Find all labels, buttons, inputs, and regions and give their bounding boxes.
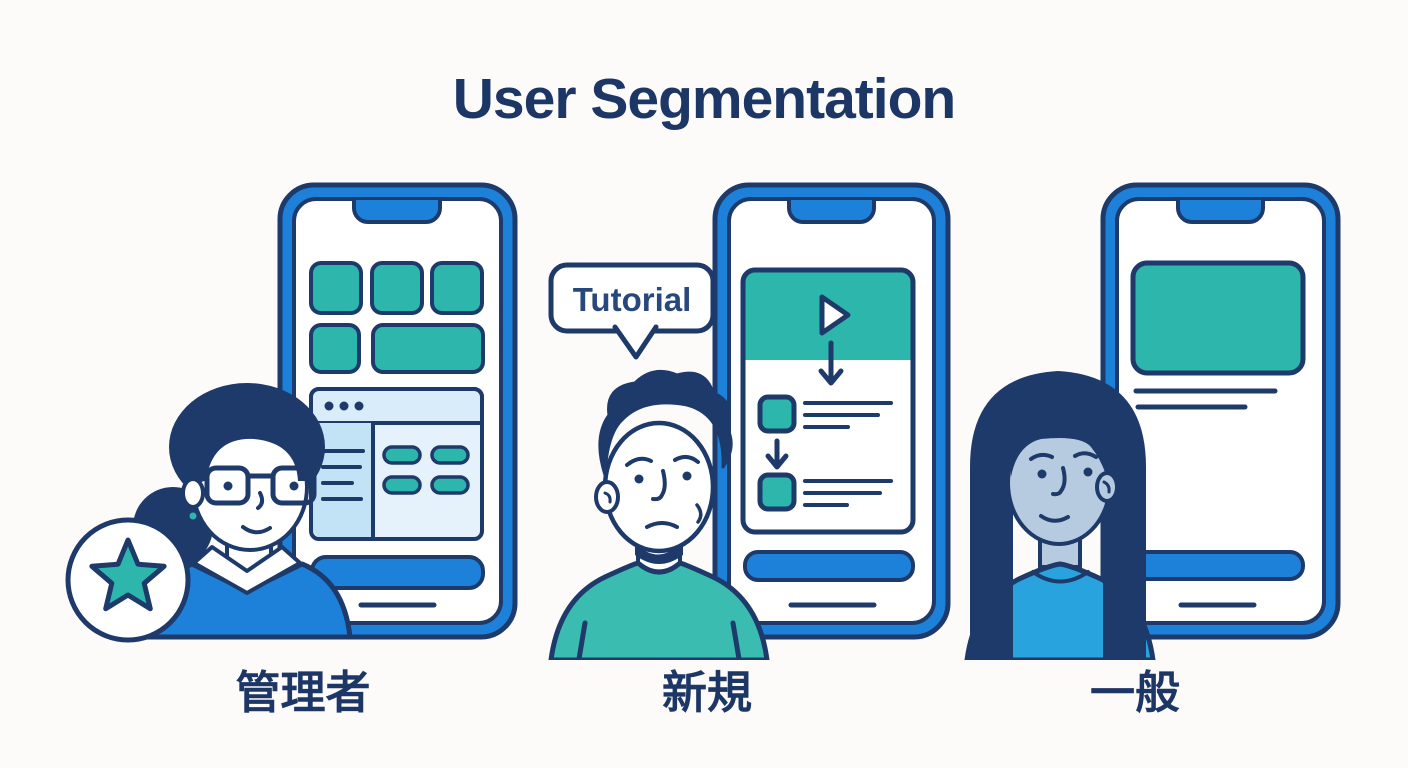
smile bbox=[241, 525, 272, 535]
sleeve-seam bbox=[730, 620, 742, 660]
hair-fringe bbox=[1010, 407, 1119, 527]
cheek-line bbox=[695, 503, 703, 524]
play-icon bbox=[819, 294, 851, 336]
frown bbox=[645, 521, 679, 529]
glasses-icon bbox=[196, 465, 317, 506]
nose bbox=[256, 491, 265, 510]
brow bbox=[1029, 452, 1054, 461]
general-phone-mockup bbox=[1100, 182, 1341, 640]
new-user-avatar bbox=[548, 369, 770, 660]
segment-label-general: 一般 bbox=[1089, 667, 1180, 718]
ear bbox=[1095, 471, 1119, 503]
primary-button bbox=[310, 555, 485, 590]
sidebar-menu-lines bbox=[321, 449, 365, 501]
eye bbox=[223, 481, 233, 491]
checklist-item-box bbox=[757, 394, 797, 434]
primary-button bbox=[743, 550, 915, 582]
segment-label-admin: 管理者 bbox=[235, 667, 371, 718]
segment-label-new: 新規 bbox=[661, 667, 752, 718]
tutorial-card bbox=[740, 267, 916, 535]
app-grid-tile bbox=[430, 261, 484, 315]
text-lines bbox=[803, 401, 893, 429]
brow bbox=[1073, 451, 1098, 459]
arrow-down-icon bbox=[818, 340, 844, 386]
worried-brow bbox=[673, 455, 700, 464]
window-traffic-dots bbox=[324, 401, 364, 411]
speech-bubble bbox=[548, 262, 716, 360]
general-user-avatar bbox=[964, 371, 1156, 660]
chin-shadow bbox=[635, 541, 683, 564]
eye bbox=[634, 474, 644, 484]
eye bbox=[1037, 469, 1047, 479]
content-pill bbox=[430, 475, 470, 495]
hero-image-placeholder bbox=[1130, 260, 1306, 376]
page-title: User Segmentation bbox=[452, 67, 956, 131]
arrow-down-icon bbox=[765, 438, 789, 470]
admin-avatar bbox=[133, 383, 353, 640]
tshirt bbox=[548, 560, 770, 660]
nose bbox=[1051, 466, 1067, 497]
sleeve-seam bbox=[576, 620, 588, 660]
bubble-tail bbox=[612, 324, 659, 360]
text-lines bbox=[803, 479, 893, 507]
star-icon bbox=[89, 537, 167, 612]
phone-notch bbox=[787, 198, 876, 224]
segment-new bbox=[548, 182, 951, 660]
text-lines bbox=[1133, 388, 1278, 410]
content-pill bbox=[382, 475, 422, 495]
ear-inner bbox=[1102, 480, 1111, 494]
window-titlebar bbox=[309, 387, 484, 425]
eye bbox=[1083, 467, 1093, 477]
star-badge bbox=[65, 517, 191, 643]
checklist-item-box bbox=[757, 472, 797, 512]
admin-app-grid bbox=[309, 261, 485, 374]
ear bbox=[181, 477, 205, 509]
app-grid-tile bbox=[309, 261, 363, 315]
app-grid-tile-wide bbox=[371, 323, 485, 374]
new-phone-mockup bbox=[712, 182, 951, 640]
curly-hair bbox=[598, 369, 733, 477]
admin-dashboard-window bbox=[309, 387, 484, 541]
smile bbox=[1039, 514, 1070, 523]
earring bbox=[186, 509, 200, 523]
segment-admin bbox=[65, 182, 518, 643]
hair-fringe bbox=[194, 421, 308, 481]
ear bbox=[594, 480, 620, 514]
segment-general bbox=[964, 182, 1341, 660]
content-pill bbox=[382, 445, 422, 465]
tutorial-bubble-label: Tutorial bbox=[572, 281, 692, 318]
neckline bbox=[1031, 570, 1090, 584]
primary-button bbox=[1121, 550, 1305, 581]
phone-notch bbox=[352, 198, 442, 224]
card-border bbox=[740, 267, 916, 535]
ear-inner bbox=[603, 491, 612, 504]
content-pills bbox=[382, 445, 470, 495]
eye bbox=[289, 481, 299, 491]
eye bbox=[682, 471, 692, 481]
phone-notch bbox=[1176, 198, 1265, 224]
nose bbox=[651, 469, 667, 502]
shirt-collar bbox=[192, 545, 302, 595]
admin-phone-mockup bbox=[277, 182, 518, 640]
content-pill bbox=[430, 445, 470, 465]
app-grid-tile bbox=[309, 323, 361, 374]
app-grid-tile bbox=[370, 261, 424, 315]
worried-brow bbox=[625, 456, 653, 467]
face bbox=[602, 420, 716, 554]
